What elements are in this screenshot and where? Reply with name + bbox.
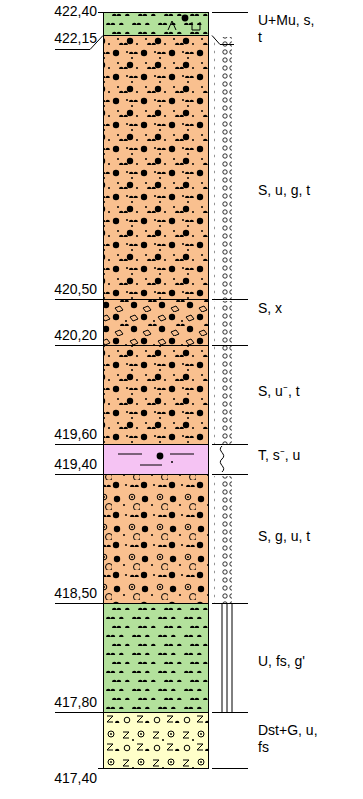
layer-description: U, fs, g' (258, 653, 358, 670)
depth-label: 422,40 (54, 3, 97, 20)
depth-label: 419,40 (54, 456, 97, 473)
soil-column (104, 13, 209, 769)
depth-label: 422,15 (54, 30, 97, 47)
layer-description: S, x (258, 300, 358, 317)
depth-label: 419,60 (54, 426, 97, 443)
layer-description: U+Mu, s, t (258, 12, 320, 46)
layer-description: S, u⁻, t (258, 383, 358, 400)
layer-description: S, u, g, t (258, 182, 358, 199)
layer-description: T, s⁻, u (258, 447, 358, 464)
depth-label: 417,40 (54, 770, 97, 787)
depth-label: 420,50 (54, 281, 97, 298)
depth-label: 418,50 (54, 585, 97, 602)
depth-label: 417,80 (54, 694, 97, 711)
boundary-lines (55, 13, 248, 769)
depth-label: 420,20 (54, 327, 97, 344)
layer-description: Dst+G, u, fs (258, 722, 330, 756)
side-symbols (214, 37, 232, 712)
layer-description: S, g, u, t (258, 528, 358, 545)
